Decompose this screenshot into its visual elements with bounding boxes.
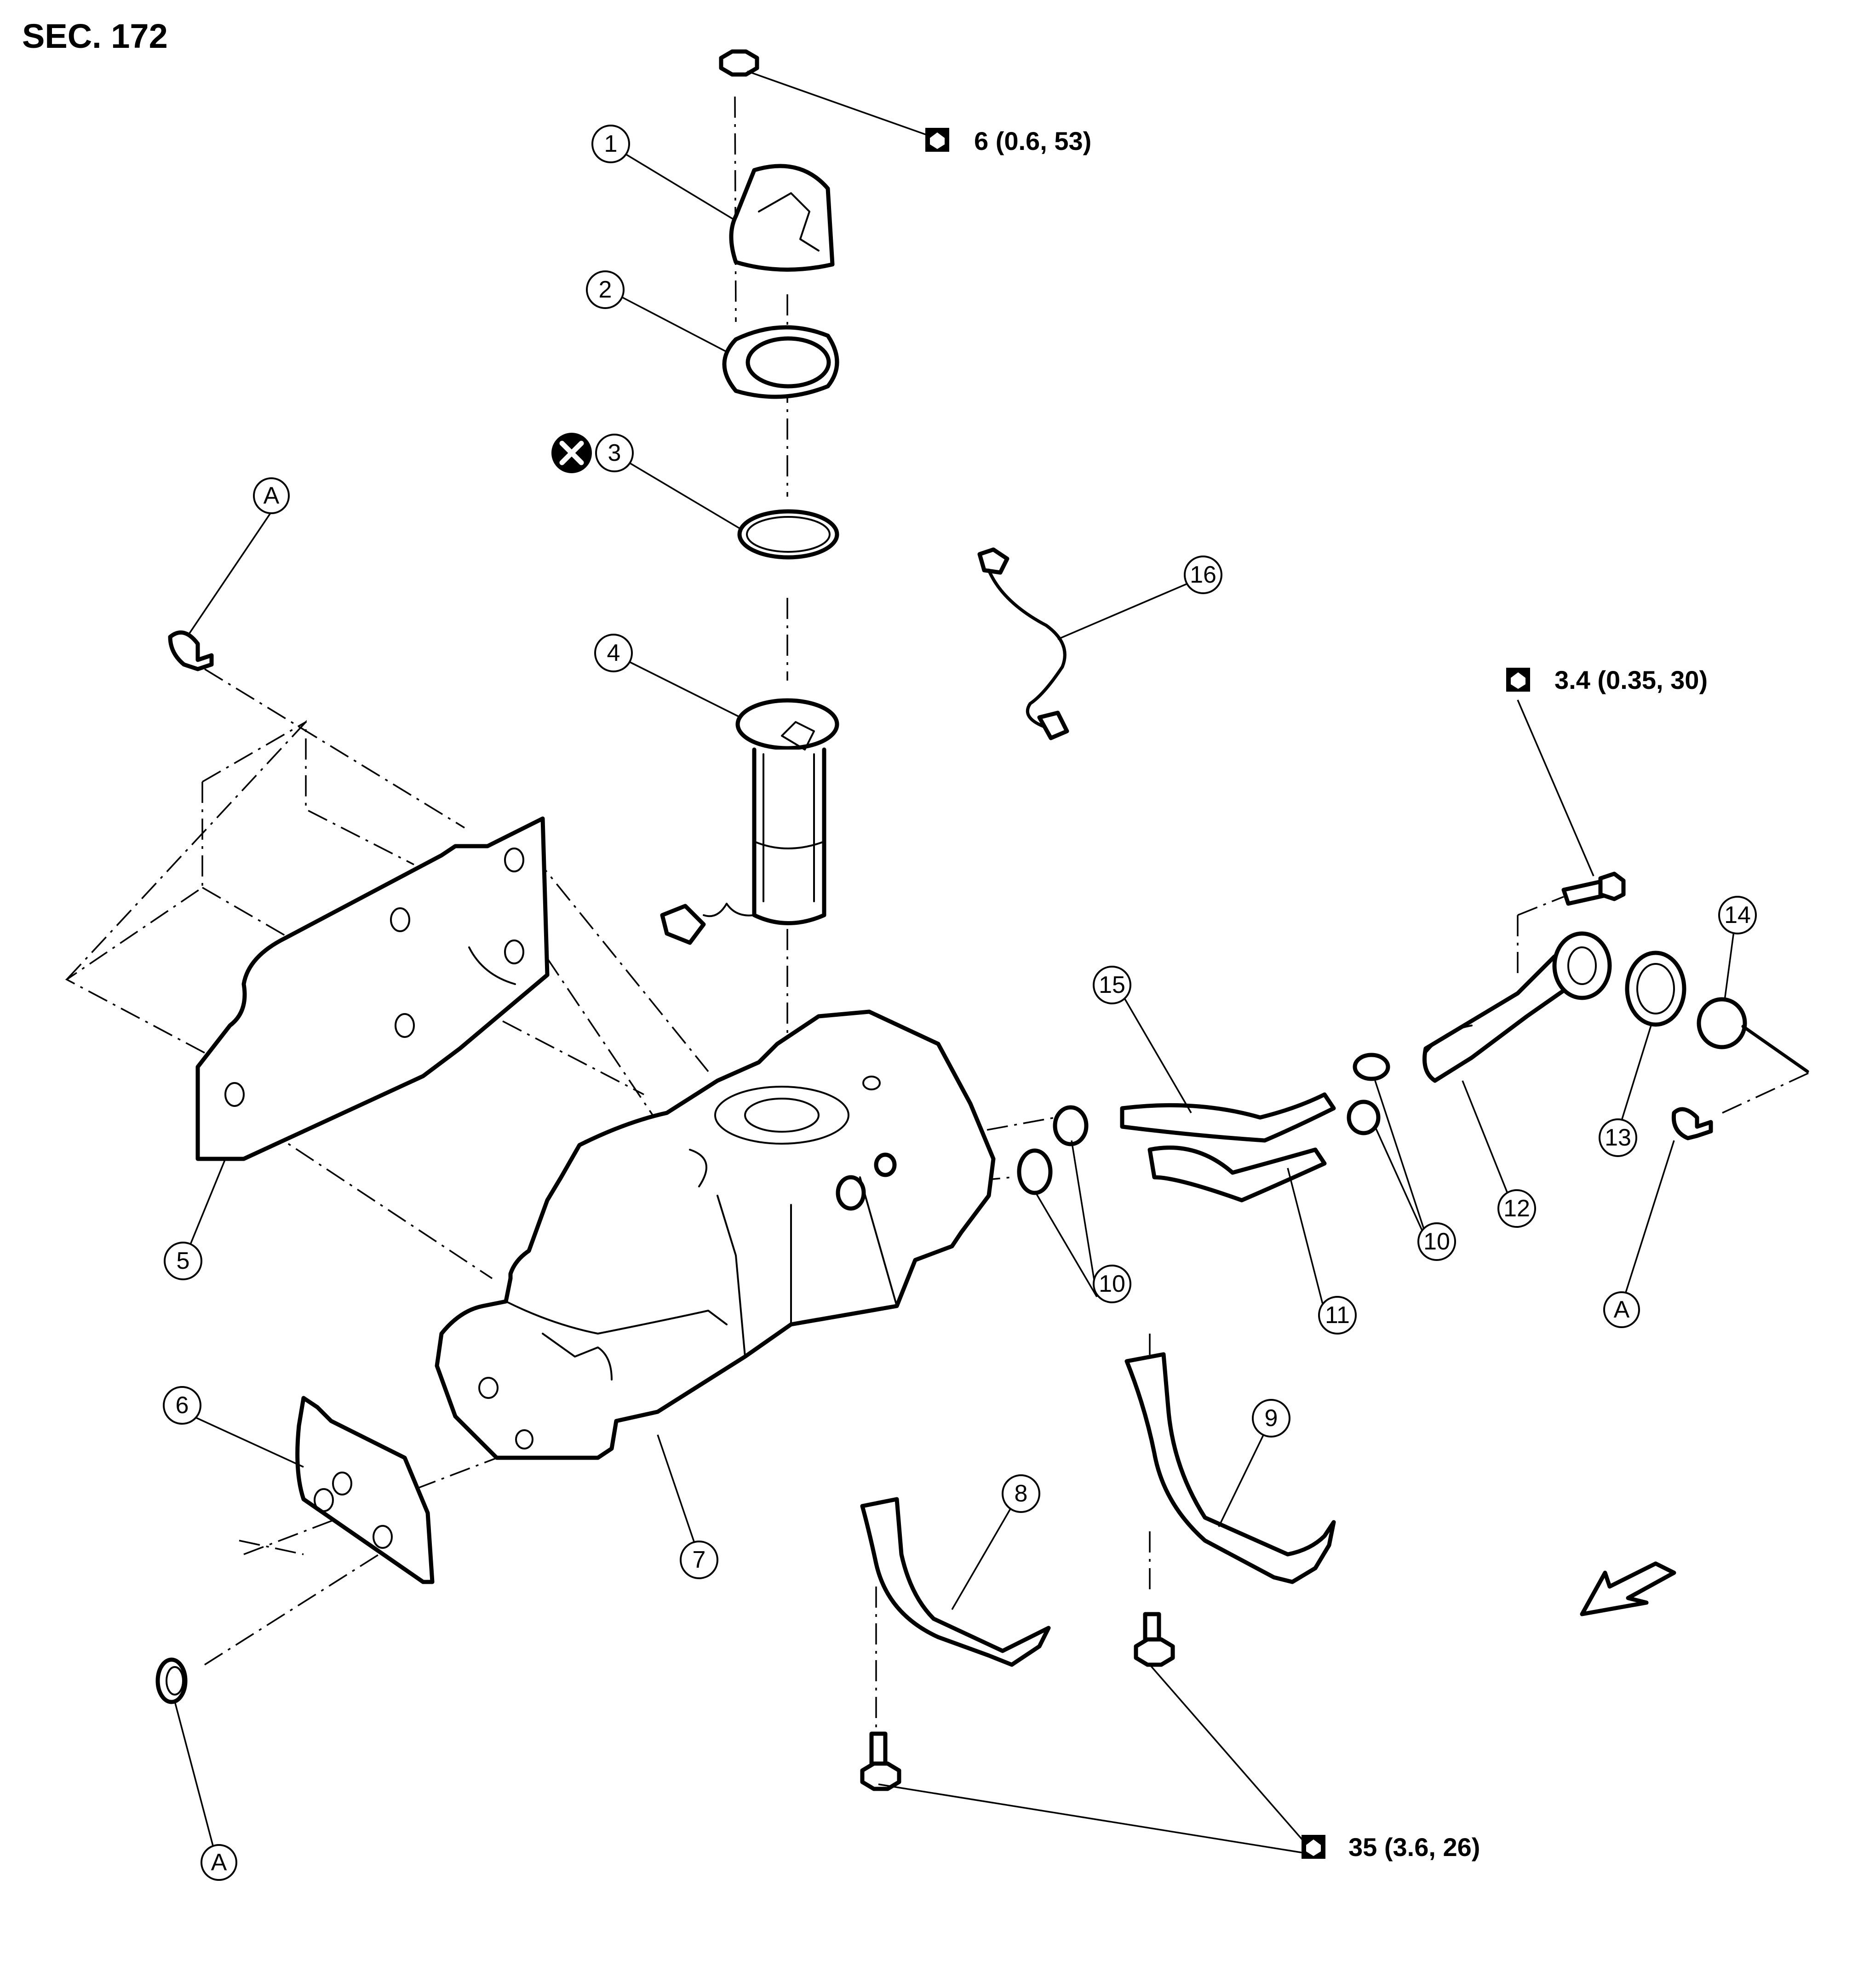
svg-text:13: 13 (1605, 1124, 1631, 1151)
do-not-reuse-icon (551, 433, 592, 473)
svg-text:10: 10 (1423, 1228, 1450, 1255)
callout-5: 5 (164, 1242, 202, 1280)
svg-text:2: 2 (599, 276, 612, 303)
callout-a-right: A (1603, 1291, 1640, 1328)
torque-value-3: 35 (3.6, 26) (1348, 1833, 1480, 1862)
part-6-protector (295, 1396, 435, 1584)
part-16-wire-harness (977, 547, 1069, 740)
torque-marker-1: 6 (0.6, 53) (925, 126, 1091, 155)
callout-12: 12 (1497, 1189, 1536, 1228)
callout-6: 6 (163, 1386, 201, 1425)
part-5-heat-insulator (195, 816, 550, 1161)
callout-7: 7 (680, 1541, 718, 1579)
callout-a-upper-left: A (253, 477, 290, 514)
part-11-hose (1147, 1146, 1327, 1203)
svg-text:A: A (211, 1849, 227, 1876)
part-4-fuel-pump (660, 698, 839, 945)
torque-value-2: 3.4 (0.35, 30) (1554, 665, 1708, 694)
front-direction-arrow-icon (1580, 1561, 1676, 1616)
callout-10-left: 10 (1093, 1265, 1131, 1303)
svg-text:10: 10 (1099, 1271, 1125, 1297)
svg-text:1: 1 (604, 131, 618, 157)
callout-14: 14 (1718, 896, 1757, 934)
part-12-filler-tube (1422, 931, 1612, 1083)
callout-15: 15 (1093, 966, 1131, 1004)
part-8-strap (860, 1497, 1051, 1667)
part-10-clamps (1017, 1053, 1390, 1195)
callout-11: 11 (1318, 1296, 1357, 1335)
callout-2: 2 (586, 270, 625, 309)
section-label: SEC. 172 (22, 17, 168, 55)
part-2-lock-ring (722, 325, 839, 399)
grommet-a-lower-left (155, 1657, 188, 1704)
part-14-fuel-cap (1697, 997, 1809, 1073)
part-7-fuel-tank (435, 1009, 996, 1460)
svg-text:16: 16 (1190, 561, 1216, 588)
bolt-strap-9 (1134, 1612, 1175, 1667)
bolt-filler-tube (1561, 871, 1626, 906)
clip-a-right (1671, 1107, 1713, 1140)
svg-text:A: A (264, 482, 280, 509)
svg-text:5: 5 (177, 1248, 190, 1274)
part-3-o-ring (737, 509, 839, 560)
callout-a-lower-left: A (201, 1844, 237, 1881)
part-9-strap (1124, 1352, 1336, 1584)
callout-9: 9 (1252, 1399, 1290, 1438)
part-1-retainer-cover (719, 49, 835, 272)
svg-text:8: 8 (1015, 1480, 1028, 1507)
torque-value-1: 6 (0.6, 53) (974, 126, 1091, 155)
svg-text:11: 11 (1325, 1302, 1350, 1329)
callout-3: 3 (595, 434, 634, 472)
svg-text:12: 12 (1503, 1195, 1530, 1222)
svg-text:9: 9 (1265, 1405, 1278, 1432)
callout-16: 16 (1184, 556, 1222, 594)
bolt-strap-8 (860, 1731, 901, 1791)
callout-1: 1 (591, 125, 630, 163)
leader-lines (174, 70, 1735, 1858)
clip-a-upper-left (168, 630, 214, 671)
svg-text:6: 6 (176, 1392, 189, 1419)
svg-text:4: 4 (607, 640, 620, 666)
svg-text:15: 15 (1099, 972, 1125, 998)
callout-10-right: 10 (1417, 1222, 1456, 1261)
callout-8: 8 (1002, 1474, 1040, 1513)
part-15-hose (1120, 1092, 1336, 1143)
svg-text:7: 7 (693, 1547, 706, 1573)
torque-marker-3: 35 (3.6, 26) (1302, 1833, 1480, 1862)
svg-text:3: 3 (608, 440, 621, 466)
svg-text:14: 14 (1724, 902, 1751, 928)
callout-4: 4 (594, 634, 633, 672)
svg-text:A: A (1614, 1296, 1630, 1323)
part-13-gasket (1625, 951, 1686, 1027)
callout-13: 13 (1599, 1118, 1637, 1157)
torque-marker-2: 3.4 (0.35, 30) (1506, 665, 1708, 694)
